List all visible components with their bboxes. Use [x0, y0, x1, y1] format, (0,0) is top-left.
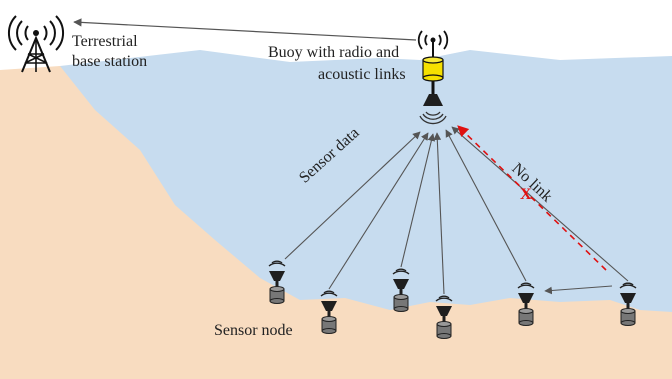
sensor-node-icon	[622, 282, 634, 286]
seabed-region	[0, 66, 672, 379]
no-link-arrow	[457, 125, 607, 271]
radio-link-arrow	[73, 18, 417, 41]
buoy-label-line2: acoustic links	[318, 66, 406, 83]
buoy-icon	[417, 30, 449, 125]
sensor-node-label: Sensor node	[214, 322, 293, 339]
acoustic-uplink-arrow	[445, 129, 527, 282]
sensor-node-icon	[619, 282, 637, 326]
buoy-label-line1: Buoy with radio and	[268, 44, 400, 61]
acoustic-links	[284, 126, 629, 295]
relay-link-arrow	[544, 285, 613, 295]
sensor-node-icon	[392, 268, 410, 312]
base-station-label-line2: base station	[72, 53, 148, 70]
sensor-node-icon	[517, 282, 535, 326]
acoustic-uplink-arrow	[400, 133, 436, 268]
sensor-node-icon	[320, 290, 338, 334]
sensor-nodes	[268, 260, 637, 339]
acoustic-uplink-arrow	[451, 126, 629, 282]
base-station-label-line1: Terrestrial	[72, 33, 138, 50]
no-link-x-mark: X	[520, 186, 532, 203]
acoustic-uplink-arrow	[284, 131, 421, 260]
radio-tower-icon	[7, 15, 65, 73]
acoustic-uplink-arrow	[328, 132, 429, 290]
sensor-node-icon	[435, 295, 453, 339]
sensor-node-icon	[268, 260, 286, 304]
acoustic-uplink-arrow	[433, 132, 445, 295]
